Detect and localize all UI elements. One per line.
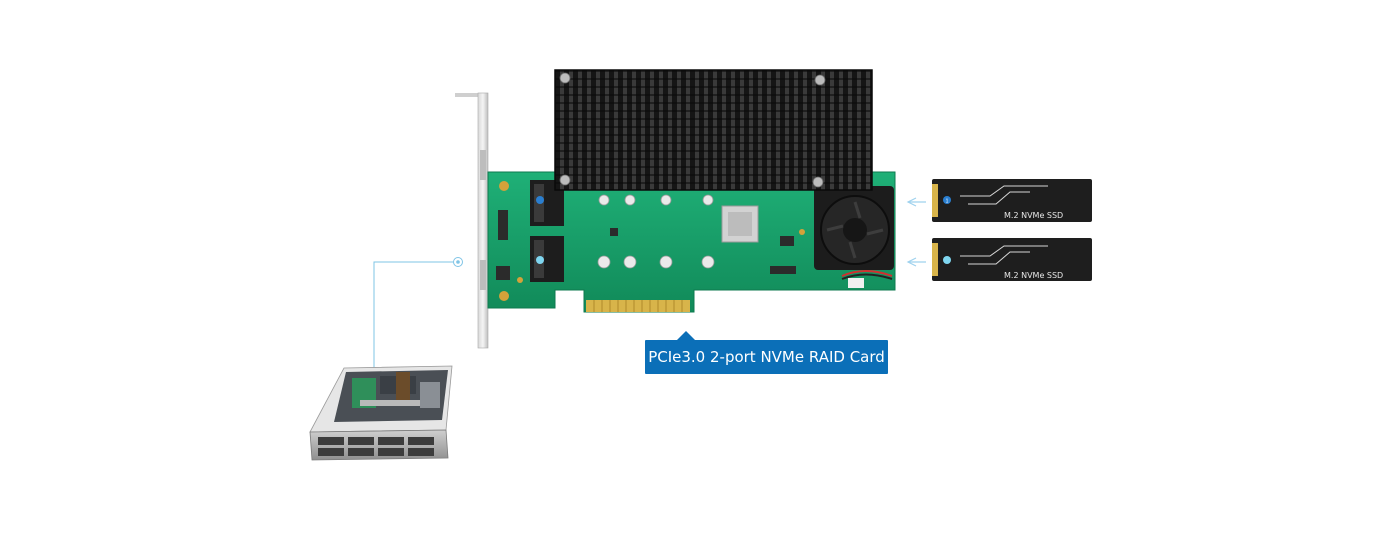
ssd-2-badge-icon: [943, 256, 951, 264]
server-connector-line: [373, 257, 463, 370]
controller-chip: [721, 205, 759, 243]
ssd-1-badge-icon: [943, 196, 951, 204]
cooling-fan: [814, 186, 894, 288]
pcb-board: [487, 171, 896, 313]
m2-nvme-ssd-1: 1 M.2 NVMe SSD: [932, 179, 1092, 222]
pci-bracket: [455, 92, 489, 349]
m2-nvme-ssd-2: M.2 NVMe SSD: [932, 238, 1092, 281]
ssd-standoffs: [597, 194, 715, 269]
ssd-2-label: M.2 NVMe SSD: [1004, 271, 1063, 280]
ssd-1-badge-text: 1: [946, 199, 949, 205]
rack-server: [309, 365, 453, 461]
pcie-gold-fingers: [586, 300, 690, 312]
ssd-insert-arrows: [906, 197, 926, 267]
heatsink: [554, 69, 873, 191]
m2-slot-2: [530, 236, 564, 282]
ssd-1-label: M.2 NVMe SSD: [1004, 211, 1063, 220]
raid-card-label: PCIe3.0 2-port NVMe RAID Card: [645, 331, 888, 374]
